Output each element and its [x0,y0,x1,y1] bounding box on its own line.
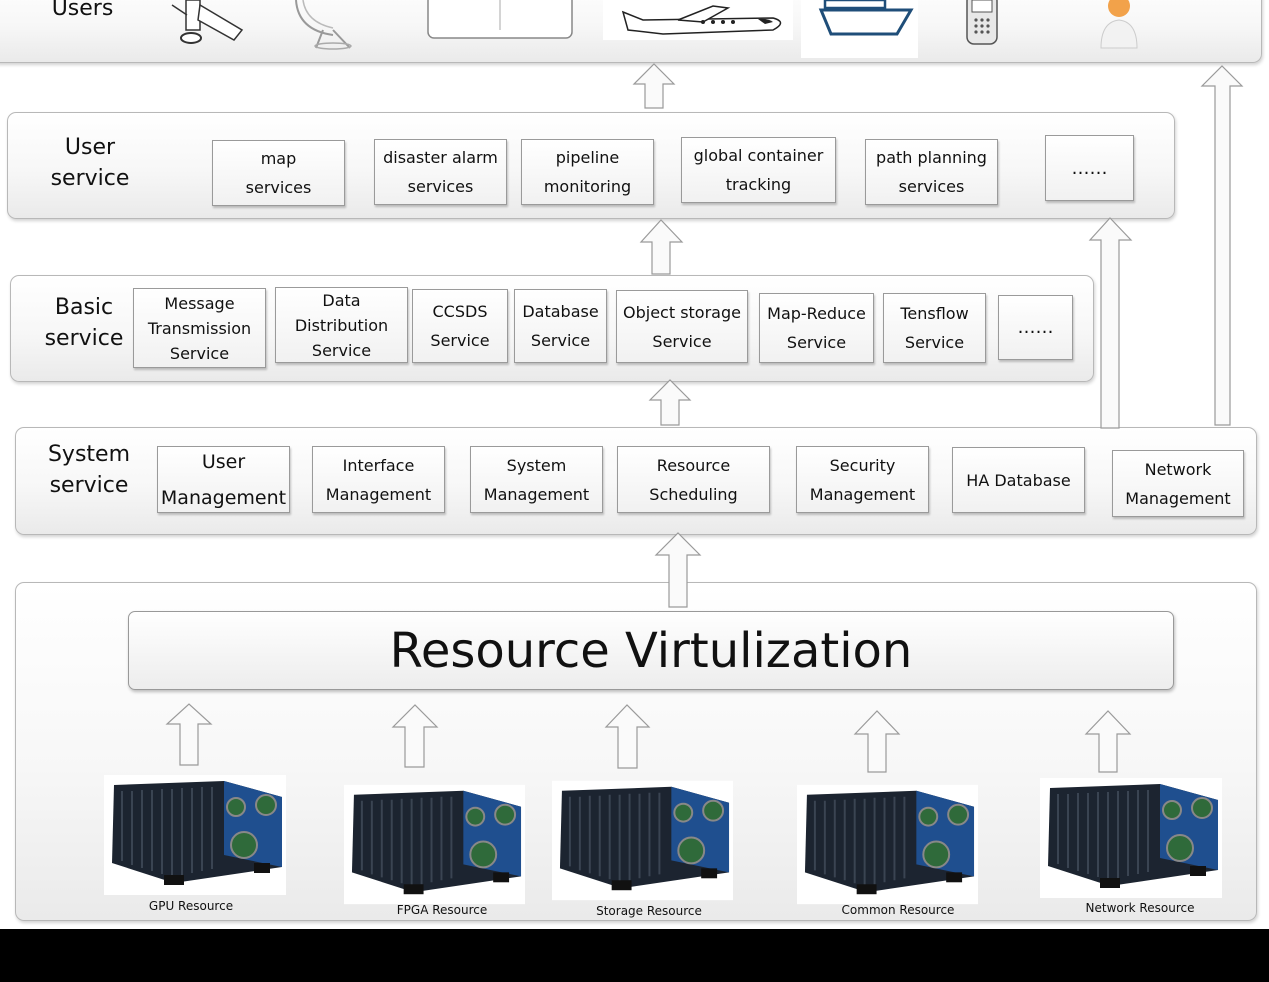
person-icon [1100,0,1138,49]
fpga-resource-label: FPGA Resource [396,903,488,917]
satellite-icon [171,0,244,44]
tensflow-service-box: Tensflow Service [883,293,986,363]
storage-resource-hardware [552,780,733,901]
arrow-network-to-virt [1084,710,1132,773]
system-management-box: System Management [470,446,603,513]
resource-virtualization-title: Resource Virtulization [128,611,1174,690]
global-container-tracking-box: global container tracking [681,137,836,203]
object-storage-service-box: Object storage Service [616,290,748,363]
disaster-alarm-services-box: disaster alarm services [374,139,507,205]
ship-icon [801,0,918,58]
arrow-virt-to-system [654,532,702,608]
more-basic-services-box: …… [998,295,1073,360]
ha-database-box: HA Database [952,447,1085,513]
resource-scheduling-box: Resource Scheduling [617,446,770,513]
map-reduce-service-box: Map-Reduce Service [759,293,874,363]
satellite-dish-icon [295,0,352,50]
arrow-system-to-basic [648,379,692,426]
arrow-gpu-to-virt [165,703,213,766]
airplane-icon [603,0,793,40]
interface-management-box: Interface Management [312,446,445,513]
system-service-label: System service [47,442,131,498]
security-management-box: Security Management [796,446,929,513]
arrow-system-to-user-bypass [1088,217,1133,429]
message-transmission-service-box: Message Transmission Service [133,288,266,368]
pipeline-monitoring-box: pipeline monitoring [521,139,654,205]
gpu-resource-label: GPU Resource [148,899,234,913]
arrow-user-to-users [632,63,676,109]
fpga-resource-hardware [344,784,525,905]
database-service-box: Database Service [514,289,607,363]
network-management-box: Network Management [1112,450,1244,517]
arrow-network-to-users-bypass [1200,65,1244,426]
gpu-resource-hardware [104,775,286,895]
users-layer-label: Users [51,0,114,21]
network-resource-hardware [1040,778,1222,898]
more-user-services-box: …… [1045,135,1134,201]
common-resource-hardware [797,784,978,905]
arrow-common-to-virt [853,710,901,773]
arrow-storage-to-virt [604,704,651,769]
laptop-icon [427,0,573,39]
path-planning-services-box: path planning services [865,139,998,205]
arrow-fpga-to-virt [391,704,439,768]
map-services-box: map services [212,140,345,206]
user-service-label: User service [50,135,130,191]
storage-resource-label: Storage Resource [596,904,702,918]
mobile-phone-icon [966,0,998,45]
data-distribution-service-box: Data Distribution Service [275,287,408,363]
ccsds-service-box: CCSDS Service [412,289,508,363]
network-resource-label: Network Resource [1085,901,1195,915]
user-management-box: User Management [157,446,290,513]
common-resource-label: Common Resource [841,903,955,917]
architecture-diagram: Users User serv [0,0,1269,929]
arrow-basic-to-user [639,219,684,275]
basic-service-label: Basic service [44,295,124,351]
flow-arrows [165,63,1244,773]
